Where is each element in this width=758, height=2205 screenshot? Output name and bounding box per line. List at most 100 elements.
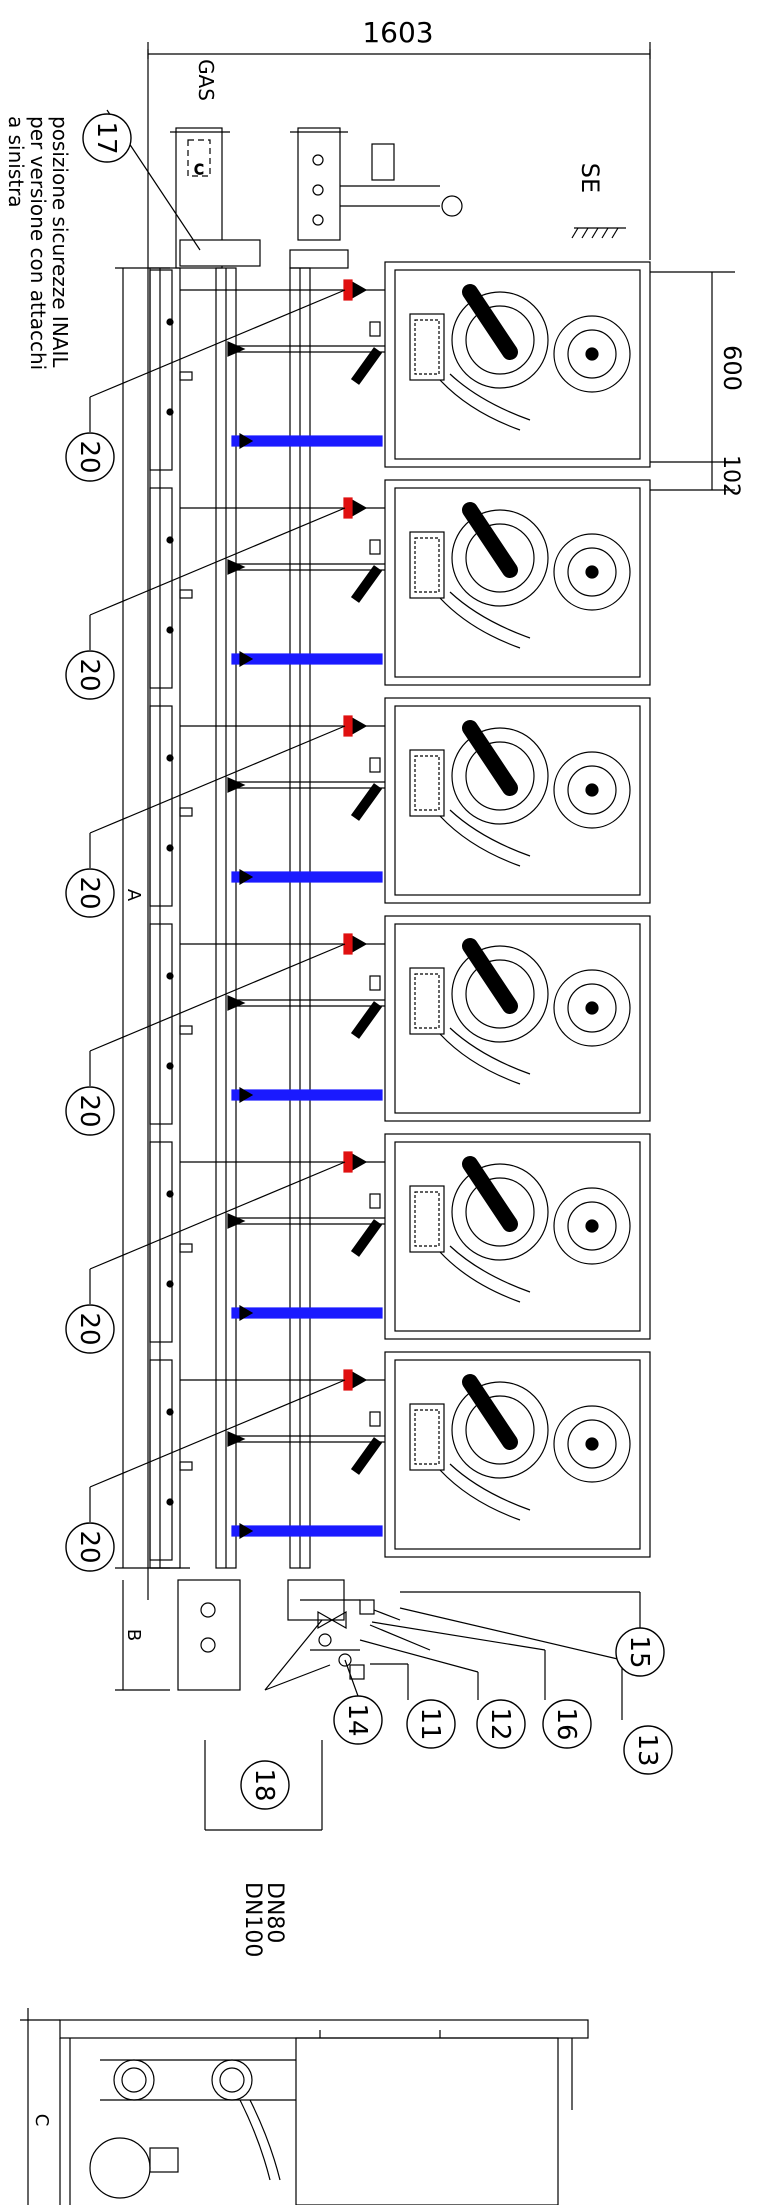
callout-20-circle	[65, 1304, 115, 1354]
callout-20-text: 20	[74, 1094, 104, 1127]
svg-text:12: 12	[485, 1707, 515, 1740]
heat-exchanger-arm	[462, 1156, 518, 1232]
return-pipe	[231, 1307, 383, 1319]
module-rail	[149, 269, 173, 471]
boiler-modules	[149, 261, 651, 1561]
connector-strip	[350, 1219, 383, 1257]
flue-pipe	[439, 597, 521, 649]
fan-hub	[585, 1437, 599, 1451]
callout-11: 11	[406, 1699, 456, 1749]
pipe-bracket	[369, 975, 381, 991]
fan-housing	[553, 533, 631, 611]
gas-connection: c	[170, 127, 463, 269]
connector-strip	[350, 1001, 383, 1039]
svg-text:17: 17	[91, 121, 121, 154]
heat-exchanger-arm	[462, 1374, 518, 1450]
side-view	[59, 2019, 589, 2205]
se-label: SE	[576, 163, 604, 193]
fan-housing	[553, 969, 631, 1047]
pipe-bracket	[369, 757, 381, 773]
fan-rotor	[567, 547, 617, 597]
gas-valve	[227, 777, 246, 793]
burner-ring	[465, 1395, 535, 1465]
burner-housing	[451, 1381, 549, 1479]
flow-valve	[351, 280, 368, 300]
dim-a: A	[123, 889, 144, 902]
gas-label: GAS	[194, 59, 218, 101]
burner-housing	[451, 291, 549, 389]
flow-valve	[351, 1370, 368, 1390]
manifolds	[149, 267, 311, 1569]
burner-ring	[465, 959, 535, 1029]
flow-valve	[351, 498, 368, 518]
safety-valve	[343, 1369, 353, 1391]
control-panel	[409, 967, 445, 1035]
heat-exchanger-arm	[462, 938, 518, 1014]
pipe-bracket	[369, 539, 381, 555]
flue-pipe-inner	[449, 809, 531, 857]
module-casing	[384, 697, 651, 904]
flue-pipe-inner	[449, 1463, 531, 1511]
heat-exchanger-arm	[462, 720, 518, 796]
return-valve	[239, 432, 254, 450]
fan-housing	[553, 1187, 631, 1265]
frame-bracket	[179, 1025, 193, 1035]
gas-valve	[227, 559, 246, 575]
fan-hub	[585, 783, 599, 797]
fan-rotor	[567, 765, 617, 815]
module-inner-frame	[394, 487, 641, 678]
boiler-module	[149, 261, 651, 471]
return-pipe	[231, 1525, 383, 1537]
module-rail	[149, 1359, 173, 1561]
frame-bolt	[166, 318, 174, 326]
connector-strip	[350, 783, 383, 821]
module-rail	[149, 487, 173, 689]
control-panel-keys	[414, 1409, 440, 1465]
boiler-module	[149, 1351, 651, 1561]
control-panel	[409, 531, 445, 599]
fan-rotor	[567, 329, 617, 379]
callout-20-text: 20	[74, 440, 104, 473]
flue-pipe	[439, 815, 521, 867]
frame-bolt	[166, 408, 174, 416]
gas-valve	[227, 341, 246, 357]
gas-valve	[227, 995, 246, 1011]
svg-text:13: 13	[632, 1733, 662, 1766]
frame-bolt	[166, 1498, 174, 1506]
frame-bracket	[179, 1243, 193, 1253]
module-casing	[384, 479, 651, 686]
return-valve	[239, 1086, 254, 1104]
boiler-module	[149, 697, 651, 907]
callout-20-leader-diag	[89, 1161, 346, 1270]
control-panel-keys	[414, 973, 440, 1029]
frame-bolt	[166, 844, 174, 852]
callout-20-circle	[65, 650, 115, 700]
safety-valve	[343, 279, 353, 301]
note-line-2: per versione con attacchi	[26, 116, 50, 370]
fan-hub	[585, 1219, 599, 1233]
flue-pipe-inner	[449, 1027, 531, 1075]
module-casing	[384, 1351, 651, 1558]
connector-strip	[350, 1437, 383, 1475]
return-pipe	[231, 435, 383, 447]
callout-18: 18	[240, 1760, 290, 1810]
frame-bolt	[166, 972, 174, 980]
module-casing	[384, 261, 651, 468]
flow-valve	[351, 716, 368, 736]
bottom-accessories	[150, 1567, 431, 1831]
return-valve	[239, 1304, 254, 1322]
callout-20-circle	[65, 1086, 115, 1136]
flue-pipe-inner	[449, 1245, 531, 1293]
control-panel-keys	[414, 1191, 440, 1247]
fan-hub	[585, 565, 599, 579]
frame-bracket	[179, 807, 193, 817]
module-inner-frame	[394, 705, 641, 896]
note-line-3: a sinistra	[4, 116, 28, 208]
burner-ring	[465, 305, 535, 375]
note-line-1: posizione sicurezze INAIL	[48, 116, 72, 368]
callout-20-leader-diag	[89, 507, 346, 616]
callouts: 17 15 18 14 11 12 16 13	[82, 113, 673, 1810]
frame-bolt	[166, 626, 174, 634]
control-panel-keys	[414, 319, 440, 375]
frame-bolt	[166, 536, 174, 544]
